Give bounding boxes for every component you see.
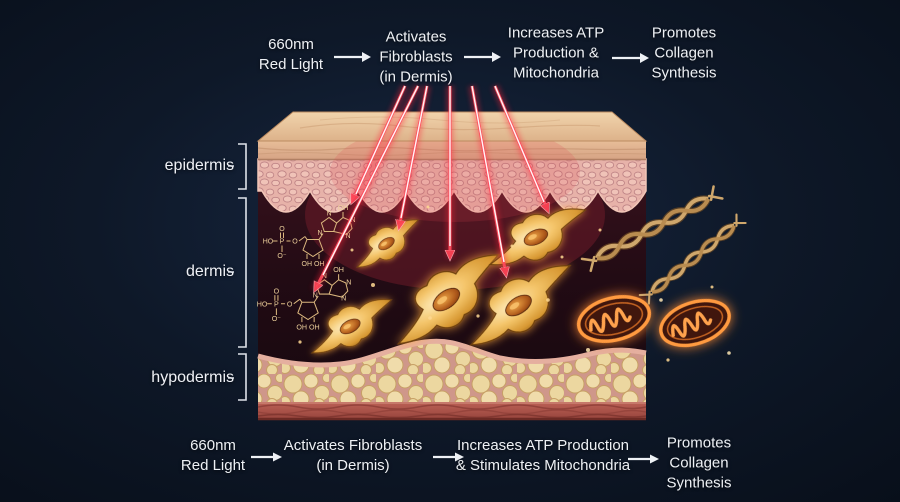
atom-label: HO xyxy=(263,239,274,246)
top-flow-step-atp: Increases ATP Production & Mitochondria xyxy=(507,24,605,81)
mitochondrion-icon xyxy=(659,298,731,348)
atom-label: HO xyxy=(257,300,268,308)
atom-label: N xyxy=(345,233,350,240)
flow-arrow-icon xyxy=(464,52,501,62)
atom-label: O⁻ xyxy=(277,253,286,260)
collagen-fiber xyxy=(638,213,747,305)
top-flow-step-red-light: 660nm Red Light xyxy=(258,36,324,73)
fibroblast-cells xyxy=(310,208,587,354)
atom-label: O⁻ xyxy=(272,315,282,323)
bottom-flow-step-red-light: 660nm Red Light xyxy=(180,437,246,474)
hypodermis-label: hypodermis xyxy=(151,369,234,386)
atom-label: N xyxy=(317,230,322,237)
atom-label: O xyxy=(287,300,293,308)
flow-arrow-icon xyxy=(628,454,659,464)
muscle-layer xyxy=(257,402,647,421)
collagen-fiber xyxy=(580,185,724,273)
flow-arrow-icon xyxy=(334,52,371,62)
atom-label: P xyxy=(274,300,279,308)
atom-label: O xyxy=(274,288,280,296)
dermis-bracket xyxy=(228,197,247,348)
bottom-flow-step-collagen: Promotes Collagen Synthesis xyxy=(666,434,732,491)
atom-label: OH xyxy=(333,266,344,274)
fibroblast-cell xyxy=(310,298,393,354)
fibroblast-cell xyxy=(356,219,420,268)
atom-label: OH OH xyxy=(302,261,325,268)
top-flow-step-fibroblasts: Activates Fibroblasts (in Dermis) xyxy=(379,28,453,85)
atom-label: OH xyxy=(338,205,349,212)
mitochondrion-icon xyxy=(576,295,652,343)
hypodermis-layer xyxy=(257,338,647,404)
flow-arrow-icon xyxy=(251,452,282,462)
atom-label: O xyxy=(292,239,298,246)
red-light-beams xyxy=(311,84,552,290)
fibroblast-cell xyxy=(488,208,587,266)
fibroblast-cell xyxy=(469,264,572,346)
layer-brackets xyxy=(228,143,247,401)
sparkle-dots xyxy=(298,205,731,362)
atom-label: N xyxy=(346,278,351,286)
bottom-flow-step-fibroblasts: Activates Fibroblasts (in Dermis) xyxy=(283,437,423,474)
skin-illustration: HO P O O⁻ O OH N N N N OH OH HO P O O⁻ O… xyxy=(228,84,747,421)
atom-label: OH OH xyxy=(296,323,319,331)
epidermis-bracket xyxy=(228,143,247,190)
flow-arrow-icon xyxy=(612,53,649,63)
atom-label: O xyxy=(279,226,285,233)
atom-label: N xyxy=(341,295,346,303)
dermis-label: dermis xyxy=(185,263,234,280)
hypodermis-bracket xyxy=(228,353,247,401)
top-flow-step-collagen: Promotes Collagen Synthesis xyxy=(651,24,717,81)
flow-arrow-icon xyxy=(433,452,464,462)
bottom-flow-step-atp: Increases ATP Production & Stimulates Mi… xyxy=(455,437,631,474)
atom-label: N xyxy=(326,211,331,218)
atom-label: N xyxy=(313,292,318,300)
atom-label: P xyxy=(280,239,285,246)
epidermis-label: epidermis xyxy=(164,157,234,174)
